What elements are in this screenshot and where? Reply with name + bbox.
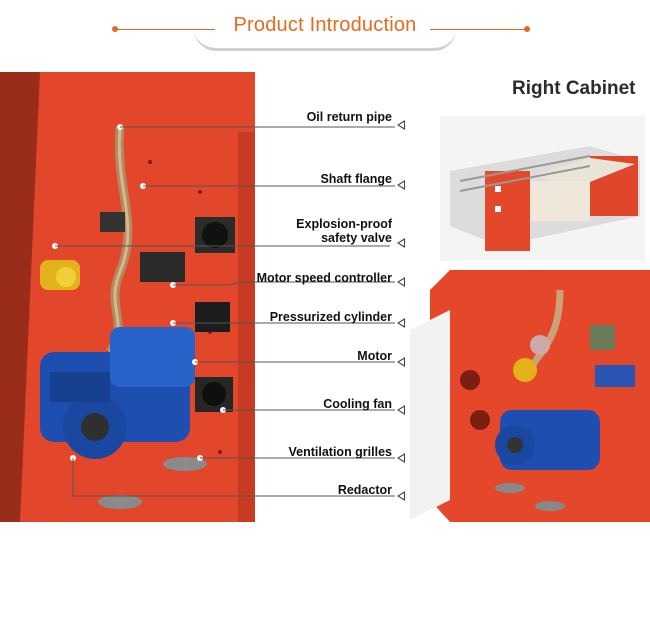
header-dot-right [524, 26, 530, 32]
leader-lines [55, 126, 395, 497]
arrow-icon [397, 491, 405, 501]
header-dot-left [112, 26, 118, 32]
arrow-icon [397, 453, 405, 463]
arrow-icon [397, 318, 405, 328]
arrow-icon [397, 357, 405, 367]
label-safety-valve: safety valve [321, 231, 392, 245]
right-cabinet-interior-photo [410, 270, 650, 522]
arrow-icon [397, 277, 405, 287]
arrow-icon [397, 405, 405, 415]
arrow-icon [397, 180, 405, 190]
arrow-icon [397, 120, 405, 130]
label-motor-speed-controller: Motor speed controller [256, 271, 392, 285]
section-title: Product Introduction [233, 14, 417, 36]
cabinet-interior-photo [0, 72, 255, 522]
label-shaft-flange: Shaft flange [320, 172, 392, 186]
header-arc [194, 22, 456, 51]
header-line-right [430, 29, 530, 30]
header-line-left [115, 29, 215, 30]
label-oil-return-pipe: Oil return pipe [306, 110, 392, 124]
label-cooling-fan: Cooling fan [323, 397, 392, 411]
machine-overview-photo [440, 116, 645, 261]
label-redactor: Redactor [337, 483, 392, 497]
arrow-icon [397, 238, 405, 248]
right-cabinet-title: Right Cabinet [512, 78, 636, 99]
product-photo-panel: Oil return pipe Shaft flange Explosion-p… [0, 72, 650, 522]
label-explosion-proof: Explosion-proof [296, 217, 392, 231]
label-pressurized-cylinder: Pressurized cylinder [269, 310, 392, 324]
label-ventilation-grilles: Ventilation grilles [288, 445, 393, 459]
section-header: Product Introduction [0, 0, 650, 60]
label-motor: Motor [357, 349, 392, 363]
